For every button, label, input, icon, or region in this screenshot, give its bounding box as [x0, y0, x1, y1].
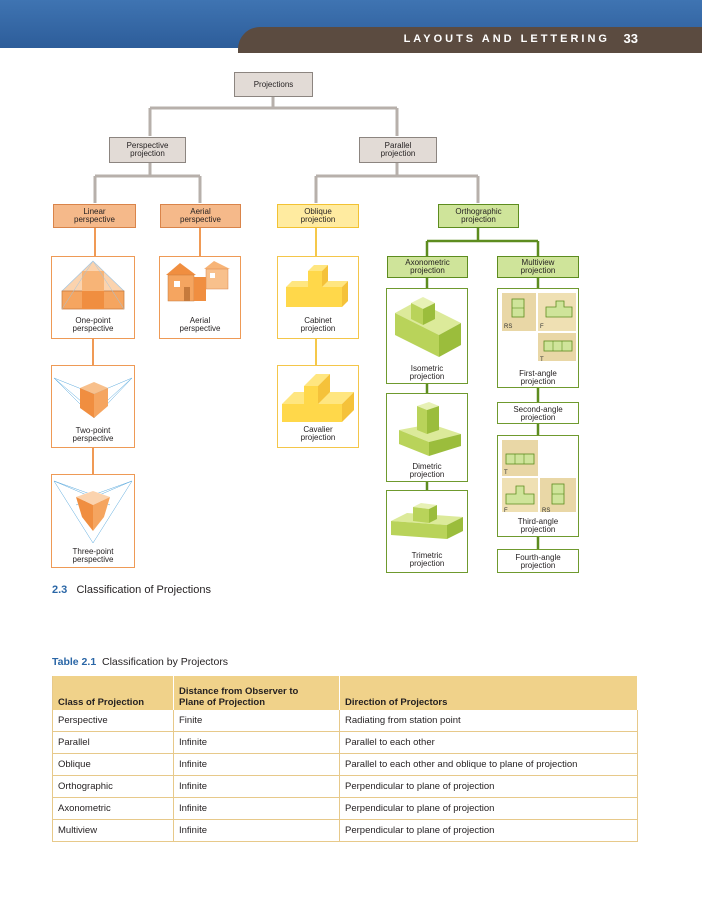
panel-cavalier: Cavalier projection [277, 365, 359, 448]
node-linear: Linear perspective [53, 204, 136, 228]
page-number: 33 [623, 31, 638, 46]
label-third-angle: Third-angle projection [517, 517, 559, 534]
table-cell: Perpendicular to plane of projection [339, 819, 638, 842]
table-row: Parallel Infinite Parallel to each other [52, 731, 638, 754]
figure-number: 2.3 [52, 584, 68, 596]
three-point-perspective-image [53, 480, 133, 544]
table-cell: Perpendicular to plane of projection [339, 797, 638, 820]
label-one-point: One-point perspective [72, 316, 114, 333]
panel-one-point: One-point perspective [51, 256, 135, 339]
label-aerial: Aerial perspective [179, 316, 221, 333]
table-cell: Infinite [173, 753, 340, 776]
label-isometric: Isometric projection [409, 364, 445, 381]
projection-table: Class of Projection Distance from Observ… [52, 676, 638, 842]
table-row: Orthographic Infinite Perpendicular to p… [52, 775, 638, 798]
node-perspective: Perspective projection [109, 137, 186, 163]
label-trimetric: Trimetric projection [409, 551, 445, 568]
diagram-connectors [92, 97, 540, 549]
table-caption: Table 2.1 Classification by Projectors [52, 656, 228, 668]
node-axonometric: Axonometric projection [387, 256, 468, 278]
header-direction: Direction of Projectors [339, 676, 638, 710]
node-parallel: Parallel projection [359, 137, 437, 163]
table-cell: Axonometric [52, 797, 174, 820]
node-orthographic: Orthographic projection [438, 204, 519, 228]
panel-three-point: Three-point perspective [51, 474, 135, 568]
table-cell: Perpendicular to plane of projection [339, 775, 638, 798]
first-angle-projection-image: RS F T [502, 293, 576, 363]
table-row: Multiview Infinite Perpendicular to plan… [52, 819, 638, 842]
panel-second-angle: Second-angle projection [497, 402, 579, 424]
label-cavalier: Cavalier projection [300, 425, 336, 442]
panel-first-angle: RS F T First-angle projection [497, 288, 579, 388]
table-cell: Infinite [173, 775, 340, 798]
panel-fourth-angle: Fourth-angle projection [497, 549, 579, 573]
panel-third-angle: T F RS Third-angle projection [497, 435, 579, 537]
table-cell: Multiview [52, 819, 174, 842]
table-cell: Infinite [173, 819, 340, 842]
view-label-rs-third: RS [542, 508, 550, 514]
table-cell: Finite [173, 710, 340, 732]
node-oblique: Oblique projection [277, 204, 359, 228]
node-projections: Projections [234, 72, 313, 97]
table-title: Classification by Projectors [102, 656, 229, 668]
table-row: Axonometric Infinite Perpendicular to pl… [52, 797, 638, 820]
view-label-t: T [540, 357, 544, 363]
node-multiview: Multiview projection [497, 256, 579, 278]
table-row: Oblique Infinite Parallel to each other … [52, 753, 638, 776]
view-label-f: F [540, 324, 544, 330]
table-cell: Oblique [52, 753, 174, 776]
label-first-angle: First-angle projection [519, 369, 557, 386]
table-cell: Radiating from station point [339, 710, 638, 732]
cavalier-projection-image [282, 374, 354, 422]
label-cabinet: Cabinet projection [300, 316, 336, 333]
table-cell: Infinite [173, 797, 340, 820]
node-aerial: Aerial perspective [160, 204, 241, 228]
table-cell: Parallel to each other and oblique to pl… [339, 753, 638, 776]
label-three-point: Three-point perspective [72, 547, 114, 564]
table-cell: Parallel to each other [339, 731, 638, 754]
dimetric-projection-image [399, 402, 461, 456]
table-cell: Perspective [52, 710, 174, 732]
label-dimetric: Dimetric projection [409, 462, 445, 479]
figure-title: Classification of Projections [76, 584, 211, 596]
label-fourth-angle: Fourth-angle projection [515, 553, 561, 570]
panel-two-point: Two-point perspective [51, 365, 135, 448]
view-label-rs: RS [504, 324, 512, 330]
panel-dimetric: Dimetric projection [386, 393, 468, 482]
third-angle-projection-image: T F RS [502, 440, 576, 514]
one-point-perspective-image [61, 260, 125, 310]
table-cell: Parallel [52, 731, 174, 754]
header-tab [238, 27, 702, 53]
table-header-row: Class of Projection Distance from Observ… [52, 676, 638, 710]
panel-isometric: Isometric projection [386, 288, 468, 384]
label-second-angle: Second-angle projection [513, 405, 563, 422]
isometric-projection-image [395, 297, 461, 357]
view-label-t-third: T [504, 470, 508, 476]
running-head: LAYOUTS AND LETTERING [403, 33, 610, 45]
two-point-perspective-image [53, 377, 133, 419]
panel-trimetric: Trimetric projection [386, 490, 468, 573]
header-distance: Distance from Observer to Plane of Proje… [173, 676, 340, 710]
panel-aerial: Aerial perspective [159, 256, 241, 339]
trimetric-projection-image [391, 503, 463, 539]
table-cell: Infinite [173, 731, 340, 754]
table-cell: Orthographic [52, 775, 174, 798]
aerial-perspective-image [166, 261, 230, 302]
header-class: Class of Projection [52, 676, 174, 710]
table-row: Perspective Finite Radiating from statio… [52, 710, 638, 732]
label-two-point: Two-point perspective [72, 426, 114, 443]
view-label-f-third: F [504, 508, 508, 514]
table-number: Table 2.1 [52, 656, 97, 668]
figure-caption: 2.3 Classification of Projections [52, 584, 211, 596]
cabinet-projection-image [286, 265, 348, 307]
panel-cabinet: Cabinet projection [277, 256, 359, 339]
